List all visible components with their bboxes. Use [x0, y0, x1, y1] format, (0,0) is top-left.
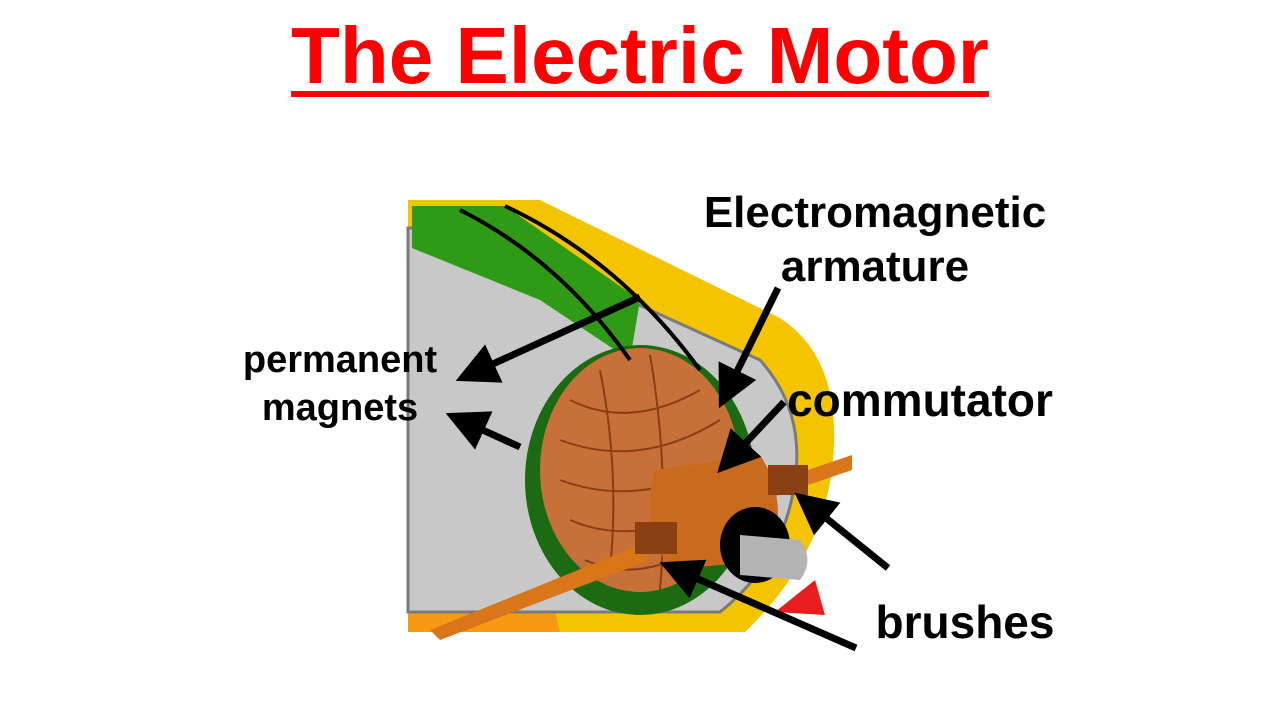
label-line: magnets: [261, 387, 419, 429]
label-line: Electromagnetic: [703, 188, 1047, 237]
shaft: [740, 535, 808, 580]
brush-block-lower: [635, 522, 677, 554]
rotation-arrow-icon: [775, 580, 825, 615]
label-electromagnetic-armature: Electromagnetic armature: [660, 186, 1090, 294]
arrow-brushes-lower: [659, 559, 858, 652]
label-permanent-magnets: permanent magnets: [200, 336, 480, 432]
arrow-magnets-upper: [455, 293, 642, 383]
label-brushes: brushes: [875, 596, 1055, 648]
label-commutator: commutator: [787, 374, 1053, 426]
brush-block-upper: [768, 465, 808, 495]
page-title: The Electric Motor: [291, 11, 989, 100]
arrow-brushes-upper: [794, 492, 891, 571]
arrow-magnets-lower: [445, 411, 522, 451]
label-arrows: [445, 286, 891, 652]
brush-rod-lower: [430, 545, 650, 640]
arrow-commutator: [717, 399, 787, 474]
motor-cutaway-illustration: [406, 200, 852, 640]
wire: [504, 204, 702, 372]
wire: [459, 208, 632, 362]
label-line: permanent: [242, 339, 438, 381]
arrow-armature: [718, 286, 782, 409]
label-line: armature: [780, 242, 970, 291]
